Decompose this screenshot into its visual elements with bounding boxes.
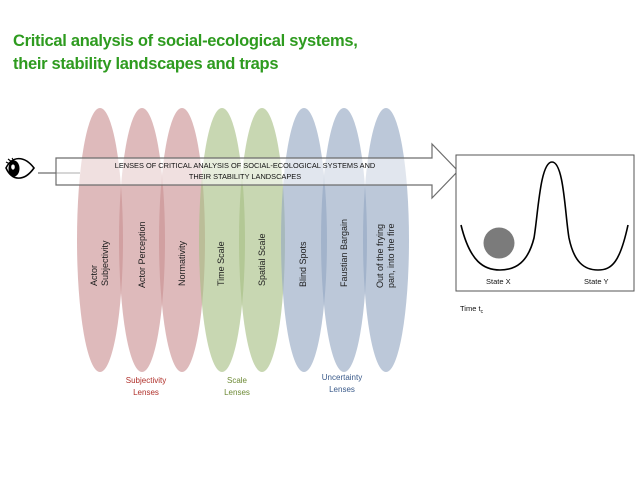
lens-ellipses [77, 108, 409, 372]
lens-label-subjectivity: Subjectivity [100, 240, 110, 286]
stability-landscape: State X State Y Time tc [455, 154, 635, 315]
group-label-scale-lenses: Lenses [224, 388, 250, 397]
lens-actor-subjectivity [77, 108, 123, 372]
arrow-text-line-2: THEIR STABILITY LANDSCAPES [189, 172, 301, 181]
eye-icon [5, 157, 35, 179]
lens-time-scale [199, 108, 245, 372]
title-line-2: their stability landscapes and traps [13, 55, 279, 73]
lens-label-frying-pan-2: pan, into the fire [386, 223, 396, 288]
group-label-subjectivity: Subjectivity [126, 376, 166, 385]
lens-label-actor-perception: Actor Perception [137, 221, 147, 288]
lens-label-time-scale: Time Scale [216, 241, 226, 286]
group-label-subjectivity-lenses: Lenses [133, 388, 159, 397]
group-labels: Subjectivity Lenses Scale Lenses Uncerta… [126, 373, 362, 397]
lens-labels: Actor Subjectivity Actor Perception Norm… [89, 219, 396, 288]
lenses-arrow [55, 142, 459, 200]
lens-label-normativity: Normativity [177, 240, 187, 286]
group-label-uncertainty: Uncertainty [322, 373, 362, 382]
group-label-uncertainty-lenses: Lenses [329, 385, 355, 394]
lens-label-faustian-bargain: Faustian Bargain [339, 219, 349, 287]
lens-label-spatial-scale: Spatial Scale [257, 233, 267, 286]
lens-label-blind-spots: Blind Spots [298, 241, 308, 287]
arrow-text-line-1: LENSES OF CRITICAL ANALYSIS OF SOCIAL-EC… [115, 161, 376, 170]
landscape-frame [455, 154, 635, 292]
title-line-1: Critical analysis of social-ecological s… [13, 32, 358, 50]
state-x-label: State X [486, 277, 511, 286]
lens-normativity [159, 108, 205, 372]
lens-blind-spots [281, 108, 327, 372]
lens-label-actor: Actor [89, 265, 99, 286]
slide-title: Critical analysis of social-ecological s… [13, 30, 433, 76]
lens-label-frying-pan-1: Out of the frying [375, 224, 385, 288]
group-label-scale: Scale [227, 376, 248, 385]
landscape-curve [460, 161, 629, 271]
time-label: Time tc [460, 304, 484, 315]
ball [483, 227, 515, 259]
state-y-label: State Y [584, 277, 608, 286]
